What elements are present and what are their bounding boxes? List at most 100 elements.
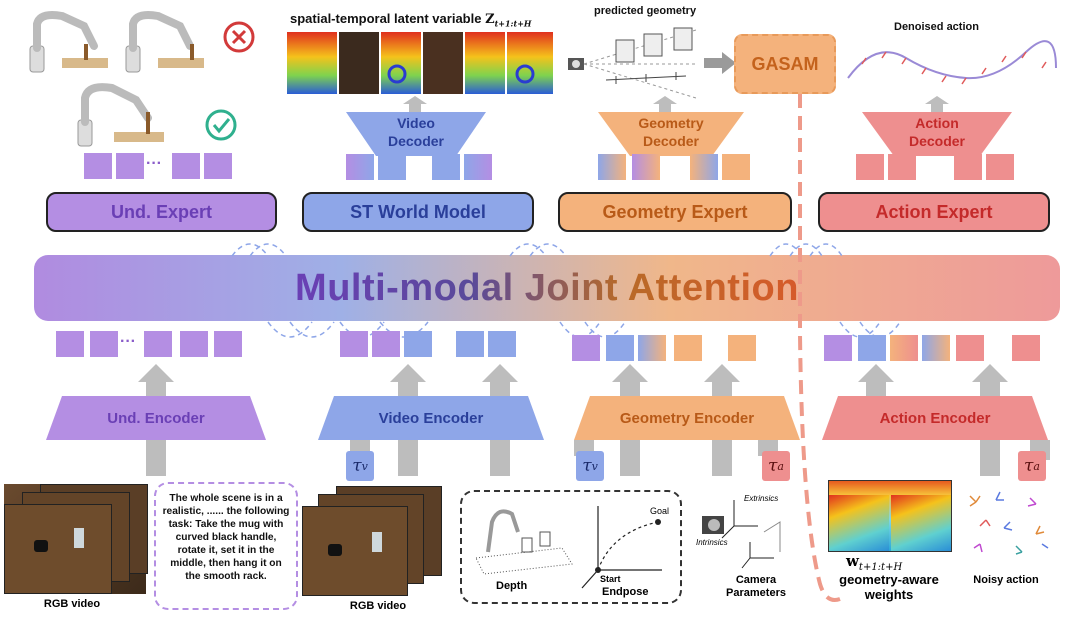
geometry-encoder-label: Geometry Encoder	[619, 410, 755, 427]
und-encoder-label: Und. Encoder	[107, 410, 205, 427]
action-decoder-arrow	[922, 96, 952, 116]
geometry-input-token	[638, 335, 666, 361]
depth-endpose-box: Start Goal Depth Endpose	[460, 490, 682, 604]
camera-parameters-caption: Camera Parameters	[726, 574, 786, 599]
rgb-video-frames-2	[302, 486, 442, 596]
action-decoder: Action Decoder	[862, 112, 1012, 156]
geometry-output-token	[690, 154, 718, 180]
noisy-action-figure	[960, 486, 1060, 562]
action-input-token	[956, 335, 984, 361]
action-decoder-label: Action Decoder	[908, 115, 966, 149]
action-input-token	[1012, 335, 1040, 361]
noisy-action-caption: Noisy action	[973, 574, 1039, 586]
rgb-video-caption-2: RGB video	[349, 600, 407, 612]
video-decoder-arrow	[400, 96, 430, 116]
st-world-model: ST World Model	[302, 192, 534, 232]
action-encoder-label: Action Encoder	[879, 410, 991, 427]
endpose-label: Endpose	[602, 586, 649, 598]
world-output-token	[432, 154, 460, 180]
video-decoder-label: Video Decoder	[387, 115, 445, 149]
gasam-label: GASAM	[751, 53, 819, 74]
und-encoder: Und. Encoder	[46, 396, 266, 440]
predicted-geometry-title: predicted geometry	[594, 5, 697, 17]
video-input-token	[372, 331, 400, 357]
weights-symbol: wt+1:t+H	[846, 552, 903, 573]
video-input-token	[488, 331, 516, 357]
und-input-token	[144, 331, 172, 357]
robot-failure-image-2	[118, 6, 208, 76]
rgb-video-caption-1: RGB video	[43, 598, 101, 610]
multimodal-joint-attention: Multi-modal Joint Attention	[34, 255, 1060, 321]
geometry-input-token	[728, 335, 756, 361]
video-input-token	[456, 331, 484, 357]
und-expert-label: Und. Expert	[110, 201, 212, 222]
check-icon	[204, 108, 238, 142]
video-input-token	[340, 331, 368, 357]
video-encoder: Video Encoder	[318, 396, 544, 440]
und-input-token	[56, 331, 84, 357]
und-input-token	[214, 331, 242, 357]
rgb-video-frames-1	[4, 484, 148, 594]
geometry-input-token	[674, 335, 702, 361]
action-output-token	[888, 154, 916, 180]
attention-label: Multi-modal Joint Attention	[295, 266, 799, 309]
world-output-token	[378, 154, 406, 180]
instruction-box: The whole scene is in a realistic, .....…	[154, 482, 298, 610]
ellipsis: ···	[120, 333, 136, 350]
geometry-output-token	[632, 154, 660, 180]
denoised-action-trajectory	[846, 38, 1058, 92]
geometry-decoder-label: Geometry Decoder	[638, 115, 704, 149]
video-input-token	[404, 331, 432, 357]
latent-heatmap-strip	[287, 32, 553, 94]
geometry-encoder: Geometry Encoder	[574, 396, 800, 440]
geometry-decoder: Geometry Decoder	[598, 112, 744, 156]
action-input-token	[890, 335, 918, 361]
ellipsis: ···	[146, 155, 162, 172]
world-output-token	[346, 154, 374, 180]
action-input-token	[858, 335, 886, 361]
latent-variable-title: spatial-temporal latent variable Zt+1:t+…	[290, 11, 532, 29]
und-output-token	[116, 153, 144, 179]
action-input-token	[922, 335, 950, 361]
action-encoder: Action Encoder	[822, 396, 1048, 440]
robot-success-image	[70, 78, 170, 150]
und-output-token	[84, 153, 112, 179]
und-output-token	[172, 153, 200, 179]
robot-failure-image-1	[22, 6, 112, 76]
geometry-input-token	[606, 335, 634, 361]
und-expert: Und. Expert	[46, 192, 277, 232]
cross-icon	[222, 20, 256, 54]
gasam-arrow	[704, 52, 736, 74]
action-expert-label: Action Expert	[875, 201, 993, 222]
action-output-token	[986, 154, 1014, 180]
action-output-token	[954, 154, 982, 180]
st-world-model-label: ST World Model	[350, 201, 486, 222]
predicted-geometry-figure	[566, 20, 706, 102]
world-output-token	[464, 154, 492, 180]
instruction-text: The whole scene is in a realistic, .....…	[162, 493, 290, 582]
geometry-aware-weights-caption: geometry-aware weights	[839, 572, 939, 602]
geometry-expert: Geometry Expert	[558, 192, 792, 232]
action-input-token	[824, 335, 852, 361]
gasam-box: GASAM	[734, 34, 836, 94]
denoised-action-title: Denoised action	[894, 21, 979, 33]
geometry-decoder-arrow	[650, 96, 680, 116]
video-decoder: Video Decoder	[346, 112, 486, 156]
action-expert: Action Expert	[818, 192, 1050, 232]
geometry-expert-label: Geometry Expert	[602, 201, 748, 222]
goal-label: Goal	[650, 506, 670, 516]
camera-diagram: Extrinsics Intrinsics	[694, 492, 786, 574]
geometry-input-token	[572, 335, 600, 361]
und-output-token	[204, 153, 232, 179]
video-encoder-label: Video Encoder	[378, 410, 484, 427]
depth-label: Depth	[496, 580, 528, 592]
intrinsics-label: Intrinsics	[696, 538, 728, 547]
start-label: Start	[600, 574, 621, 584]
geometry-output-token	[598, 154, 626, 180]
geometry-output-token	[722, 154, 750, 180]
action-output-token	[856, 154, 884, 180]
und-input-token	[90, 331, 118, 357]
